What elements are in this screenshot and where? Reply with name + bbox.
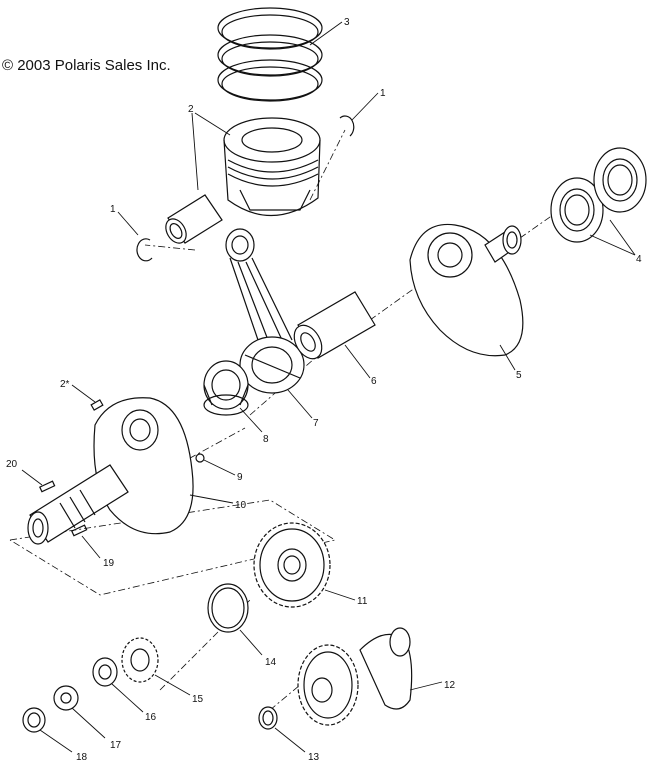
callout-labels: 3 1 2 1 4 5 6 7 8 9 10 2* 20 19 11 14 15…: [6, 17, 642, 763]
crankshaft-right-half: [409, 223, 524, 357]
callout-2-star: 2*: [60, 379, 70, 390]
leader-lines: [21, 21, 636, 753]
piston: [223, 117, 321, 217]
circlip-right: [339, 115, 355, 137]
callout-15: 15: [192, 694, 204, 705]
callout-6: 6: [371, 376, 377, 387]
needle-bearing: [203, 360, 249, 416]
drive-gear: [253, 522, 331, 608]
callout-10: 10: [235, 500, 247, 511]
crankshaft-left-half: [27, 397, 194, 545]
circlip-left: [136, 238, 153, 262]
callout-3: 3: [344, 17, 350, 28]
callout-1-left: 1: [110, 204, 116, 215]
callout-20: 20: [6, 459, 18, 470]
dowel-pin-19: [71, 524, 88, 537]
callout-13: 13: [308, 752, 320, 762]
piston-pin: [165, 194, 223, 244]
crank-pin: [293, 291, 376, 360]
washer-17: [53, 685, 79, 711]
balance-shaft: [297, 627, 413, 726]
callout-8: 8: [263, 434, 269, 445]
callout-2: 2: [188, 104, 194, 115]
callout-4: 4: [636, 254, 642, 265]
assembly-axis-lines: [9, 129, 561, 711]
callout-12: 12: [444, 680, 456, 691]
callout-19: 19: [103, 558, 115, 569]
callout-9: 9: [237, 472, 243, 483]
piston-rings: [217, 7, 323, 102]
ball: [195, 453, 205, 463]
thrust-washer: [207, 583, 249, 633]
callout-7: 7: [313, 418, 319, 429]
callout-17: 17: [110, 740, 122, 751]
circlip-13: [258, 706, 278, 730]
nut: [92, 657, 118, 687]
callout-14: 14: [265, 657, 277, 668]
callout-18: 18: [76, 752, 88, 762]
dowel-pin-20: [39, 480, 56, 493]
callout-11: 11: [357, 596, 368, 607]
main-bearings: [550, 147, 647, 243]
seal: [22, 707, 46, 733]
woodruff-key: [90, 399, 104, 411]
copyright-notice: © 2003 Polaris Sales Inc.: [2, 57, 171, 74]
callout-16: 16: [145, 712, 157, 723]
sprocket: [121, 637, 159, 683]
callout-1-right: 1: [380, 88, 386, 99]
connecting-rod: [225, 228, 305, 394]
callout-5: 5: [516, 370, 522, 381]
